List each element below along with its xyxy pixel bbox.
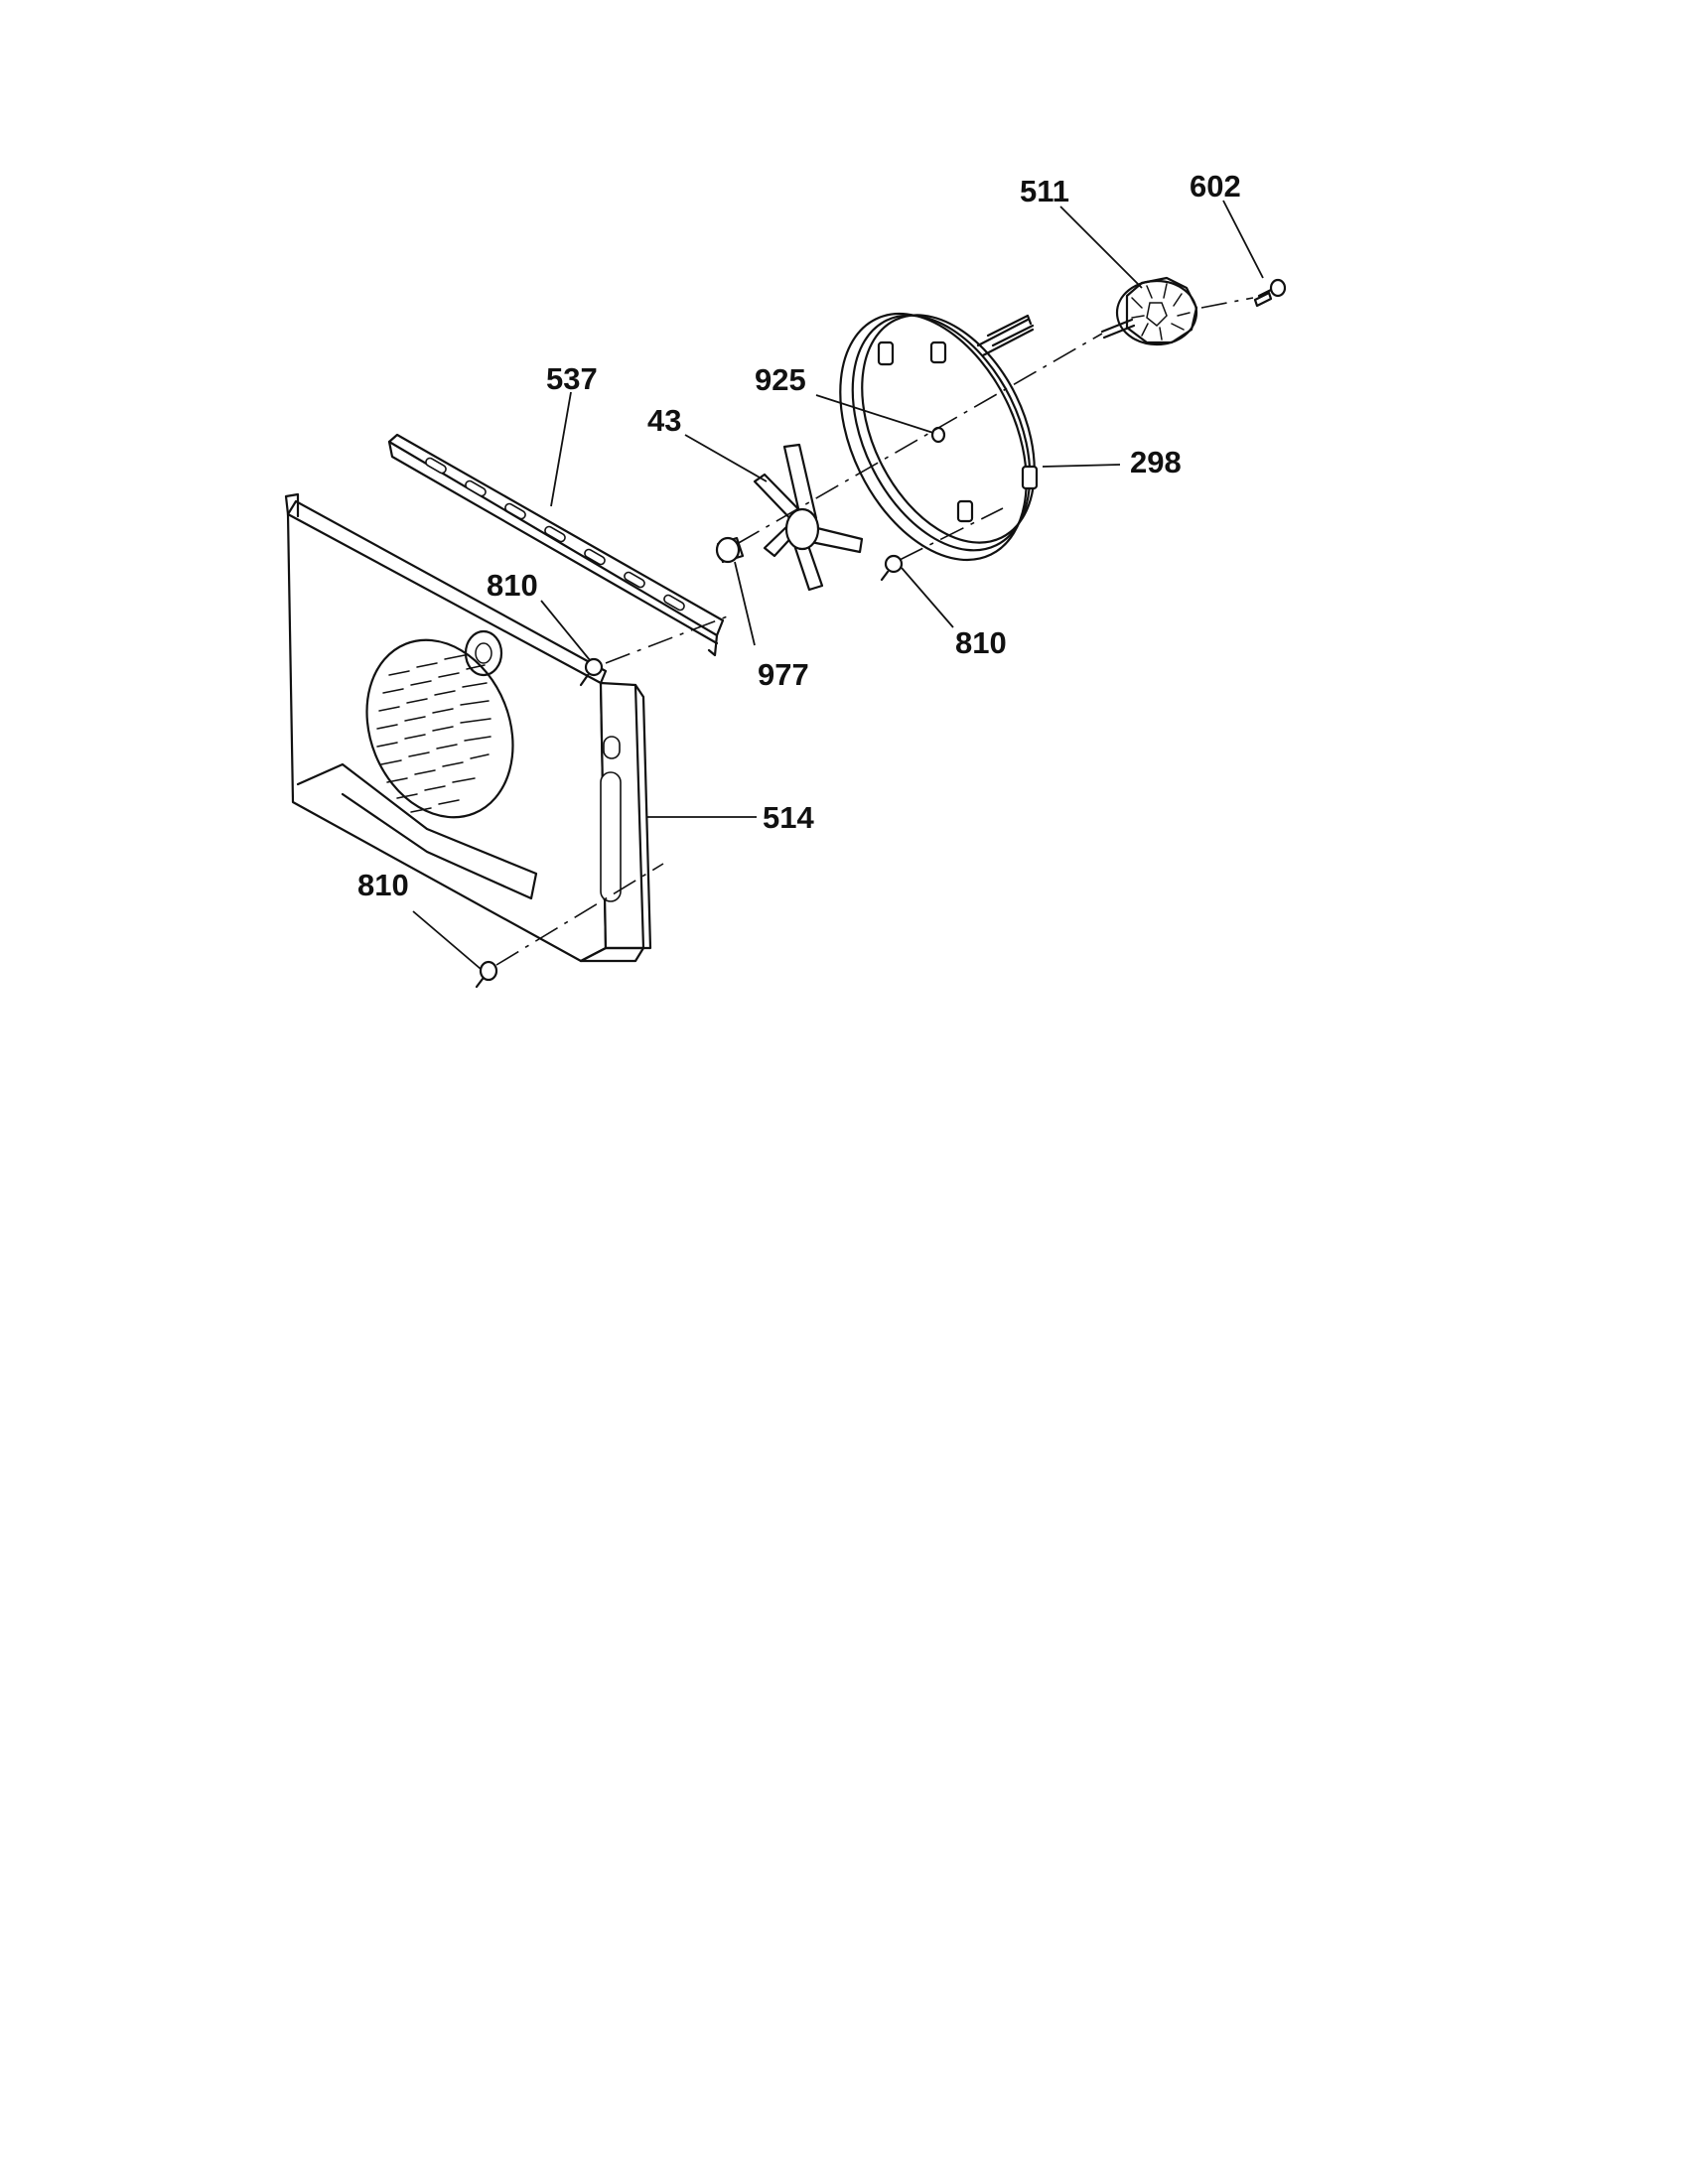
part-labels: 511 602 537 925 43 298 810 977 810 514 8… [357,169,1241,902]
top-bracket [387,433,725,657]
hub-nut [715,536,745,564]
label-810-upper: 810 [487,568,538,603]
label-810-right: 810 [955,625,1007,660]
label-537: 537 [546,361,598,396]
fan-motor [1100,276,1198,346]
label-511: 511 [1020,174,1069,208]
screw-602 [1253,278,1287,308]
label-514: 514 [763,800,814,835]
label-977: 977 [758,657,809,692]
screw-810-lower [475,960,498,989]
label-43: 43 [647,403,681,438]
label-298: 298 [1130,445,1182,479]
fan-blade [753,443,864,592]
label-602: 602 [1190,169,1241,204]
grille-pattern [376,654,491,813]
label-810-lower: 810 [357,868,409,902]
leader-lines [412,200,1264,970]
label-925: 925 [755,362,806,397]
screw-810-upper [579,657,604,687]
screw-810-right [880,554,904,582]
assembly-lines [495,297,1254,966]
